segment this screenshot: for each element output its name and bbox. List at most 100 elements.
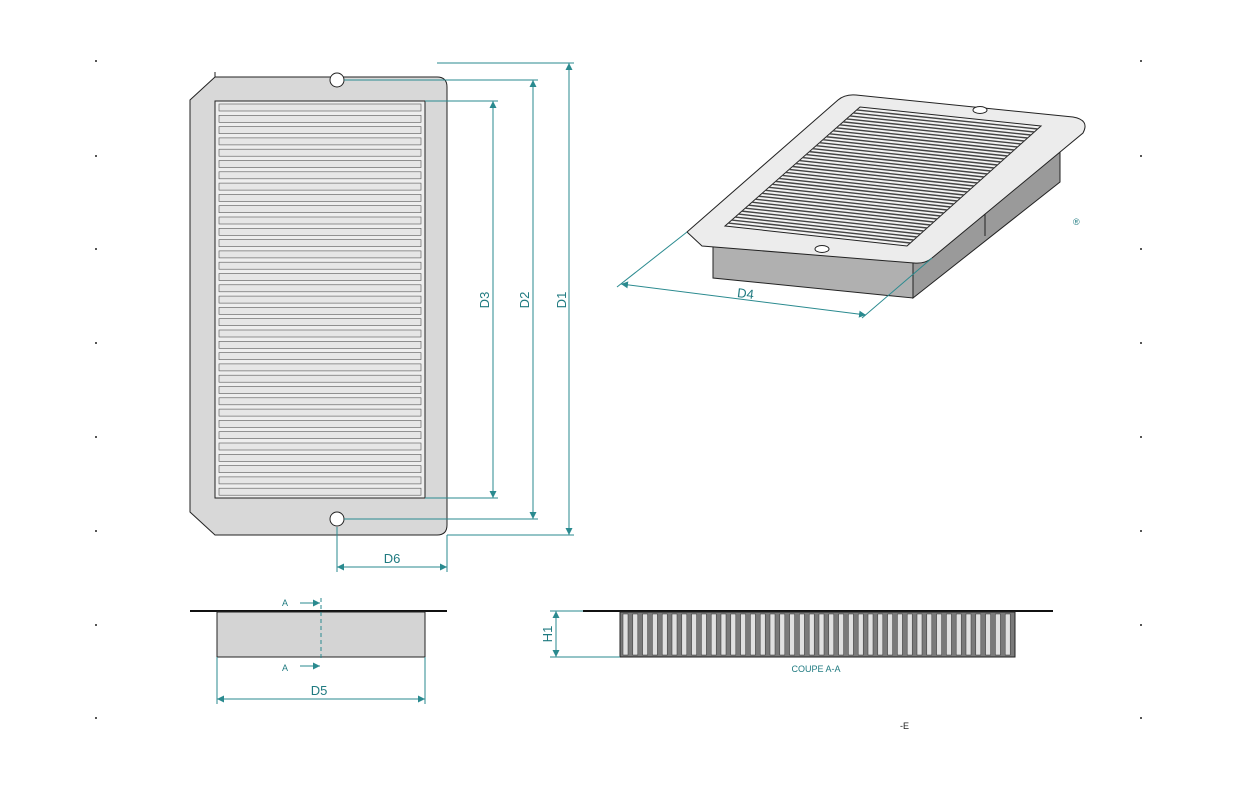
- section-fin: [808, 613, 815, 656]
- section-fin: [857, 613, 864, 656]
- iso-slat: [812, 147, 995, 169]
- grille-slat: [218, 487, 422, 496]
- grille-slat: [218, 307, 422, 315]
- iso-slat: [731, 219, 914, 241]
- iso-slat: [755, 198, 938, 220]
- dim-h1-label: H1: [540, 626, 555, 643]
- section-fin: [838, 613, 844, 656]
- section-fin: [710, 613, 717, 656]
- grille-slat: [218, 284, 422, 293]
- grille-slat: [218, 420, 422, 428]
- dim-d6-label: D6: [384, 551, 401, 566]
- iso-slat: [751, 201, 934, 223]
- grille-slat: [218, 397, 422, 406]
- iso-slat: [772, 183, 954, 205]
- section-fin: [622, 613, 629, 656]
- iso-slat: [802, 156, 985, 178]
- grille-slat: [218, 431, 422, 440]
- corner-mark: -E: [900, 721, 909, 731]
- grille-slat: [218, 239, 422, 247]
- section-fin: [730, 613, 737, 656]
- side-view: A A D5: [190, 598, 447, 704]
- section-fin: [701, 613, 707, 656]
- section-fin: [975, 613, 982, 656]
- iso-slat: [768, 186, 951, 208]
- section-view: H1 COUPE A-A: [540, 610, 1053, 674]
- grille-slat: [218, 182, 422, 191]
- sheet-border-ticks: [95, 60, 1142, 719]
- grille-slat: [218, 340, 422, 349]
- grille-slat: [218, 171, 422, 180]
- section-fin: [661, 613, 668, 656]
- grille-slat: [218, 476, 422, 485]
- grille-slat: [218, 194, 422, 202]
- iso-slat: [805, 153, 988, 175]
- grille-slat: [218, 160, 422, 168]
- registered-mark: ®: [1073, 217, 1080, 227]
- section-fin: [1004, 613, 1011, 656]
- grille-slat: [218, 363, 422, 372]
- iso-slat: [832, 130, 1015, 151]
- section-fin: [642, 613, 648, 656]
- grille-slat: [218, 103, 422, 112]
- iso-slat: [735, 216, 918, 238]
- grille-slat: [218, 148, 422, 157]
- iso-slat: [819, 142, 1001, 163]
- dim-d4-label: D4: [736, 285, 754, 302]
- section-fin: [750, 613, 756, 656]
- grille-slats: [218, 103, 422, 496]
- front-dimensions: D3 D2 D1 D6: [336, 62, 574, 572]
- section-fin: [916, 613, 923, 656]
- iso-slat: [738, 213, 921, 235]
- grille-slat: [218, 386, 422, 394]
- iso-slat: [829, 133, 1011, 154]
- section-fin: [887, 613, 893, 656]
- grille-slat: [218, 374, 422, 383]
- section-fin: [936, 613, 942, 656]
- grille-slat: [218, 228, 422, 236]
- iso-slat: [836, 127, 1018, 148]
- section-fin: [769, 613, 776, 656]
- grille-slat: [218, 295, 422, 304]
- dim-d5-label: D5: [311, 683, 328, 698]
- iso-slat: [846, 118, 1028, 139]
- iso-hole-bottom: [814, 245, 830, 253]
- grille-slat: [218, 137, 422, 146]
- dim-d2-label: D2: [517, 292, 532, 309]
- iso-slat: [799, 159, 981, 181]
- iso-slat: [849, 115, 1032, 136]
- iso-slat: [816, 144, 998, 166]
- section-fin: [799, 613, 805, 656]
- mounting-hole-top: [329, 72, 345, 88]
- grille-slat: [218, 261, 422, 270]
- grille-slat: [218, 250, 422, 259]
- iso-grille-slats: [728, 109, 1038, 244]
- iso-slat: [856, 109, 1038, 130]
- grille-slat: [218, 465, 422, 473]
- section-fin: [926, 613, 933, 656]
- iso-slat: [775, 180, 958, 202]
- section-mark-bottom: A: [282, 663, 288, 673]
- grille-slat: [218, 115, 422, 123]
- section-fin: [946, 613, 952, 656]
- mounting-hole-bottom: [329, 511, 345, 527]
- iso-slat: [758, 195, 941, 217]
- section-fin: [848, 613, 854, 656]
- section-fin: [906, 613, 913, 656]
- iso-slat: [839, 124, 1021, 145]
- grille-slat: [218, 408, 422, 417]
- section-fin: [632, 613, 639, 656]
- grille-slat: [218, 442, 422, 451]
- section-fin: [740, 613, 746, 656]
- iso-slat: [789, 168, 971, 190]
- iso-slat: [748, 204, 931, 226]
- iso-slat: [822, 139, 1005, 160]
- iso-slat: [728, 222, 911, 244]
- iso-slat: [826, 136, 1008, 157]
- iso-slat: [792, 165, 975, 187]
- section-fin: [789, 613, 795, 656]
- section-fin: [681, 613, 688, 656]
- grille-slat: [218, 453, 422, 462]
- grille-slat: [218, 329, 422, 338]
